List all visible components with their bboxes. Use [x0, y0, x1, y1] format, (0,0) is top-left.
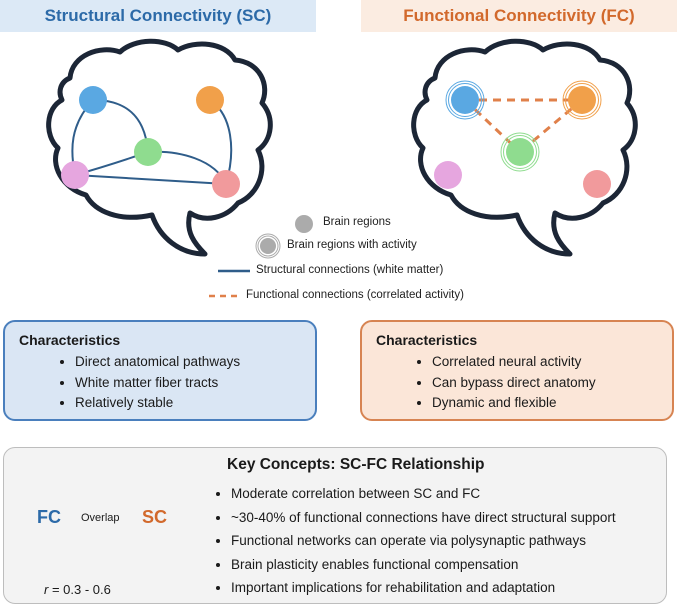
legend-active-icon: [255, 233, 281, 259]
fc-card-heading: Characteristics: [376, 332, 478, 348]
list-item: Dynamic and flexible: [432, 393, 658, 414]
venn-sc-label: SC: [142, 507, 168, 527]
sc-node-pink: [61, 161, 89, 189]
list-item: Brain plasticity enables functional comp…: [231, 553, 616, 577]
list-item: White matter fiber tracts: [75, 373, 301, 394]
legend-functional-label: Functional connections (correlated activ…: [246, 289, 464, 301]
sc-characteristics-card: Characteristics Direct anatomical pathwa…: [3, 320, 317, 421]
list-item: ~30-40% of functional connections have d…: [231, 506, 616, 530]
sc-node-orange: [196, 86, 224, 114]
sc-edge-pink-red: [74, 174, 227, 185]
sc-brain-outline: [46, 38, 273, 257]
venn-fc-label: FC: [37, 507, 61, 527]
fc-node-orange-active: [562, 80, 602, 120]
venn-overlap-label: Overlap: [81, 512, 120, 524]
sc-title: Structural Connectivity (SC): [0, 0, 316, 32]
fc-node-pink: [434, 161, 462, 189]
key-concepts-box: Key Concepts: SC-FC Relationship Moderat…: [3, 447, 667, 604]
legend-regions-label: Brain regions: [323, 216, 391, 228]
fc-brain-outline: [411, 38, 638, 257]
list-item: Moderate correlation between SC and FC: [231, 482, 616, 506]
fc-card-list: Correlated neural activity Can bypass di…: [376, 352, 658, 414]
key-concepts-title: Key Concepts: SC-FC Relationship: [227, 456, 485, 473]
list-item: Relatively stable: [75, 393, 301, 414]
list-item: Functional networks can operate via poly…: [231, 529, 616, 553]
correlation-range: r = 0.3 - 0.6: [44, 582, 111, 597]
legend-structural-label: Structural connections (white matter): [256, 264, 444, 276]
sc-card-list: Direct anatomical pathways White matter …: [19, 352, 301, 414]
sc-node-blue: [79, 86, 107, 114]
list-item: Can bypass direct anatomy: [432, 373, 658, 394]
legend-active-label: Brain regions with activity: [287, 239, 417, 251]
fc-node-blue-active: [445, 80, 485, 120]
fc-node-green-active: [500, 132, 540, 172]
sc-node-red: [212, 170, 240, 198]
sc-card-heading: Characteristics: [19, 332, 121, 348]
list-item: Important implications for rehabilitatio…: [231, 576, 616, 600]
sc-node-green: [134, 138, 162, 166]
list-item: Correlated neural activity: [432, 352, 658, 373]
legend-region-icon: [295, 215, 313, 233]
fc-node-red: [583, 170, 611, 198]
r-value: = 0.3 - 0.6: [48, 582, 111, 597]
list-item: Direct anatomical pathways: [75, 352, 301, 373]
fc-title: Functional Connectivity (FC): [361, 0, 677, 32]
r-symbol: r: [44, 582, 49, 597]
key-concepts-list: Moderate correlation between SC and FC ~…: [213, 482, 616, 600]
fc-characteristics-card: Characteristics Correlated neural activi…: [360, 320, 674, 421]
